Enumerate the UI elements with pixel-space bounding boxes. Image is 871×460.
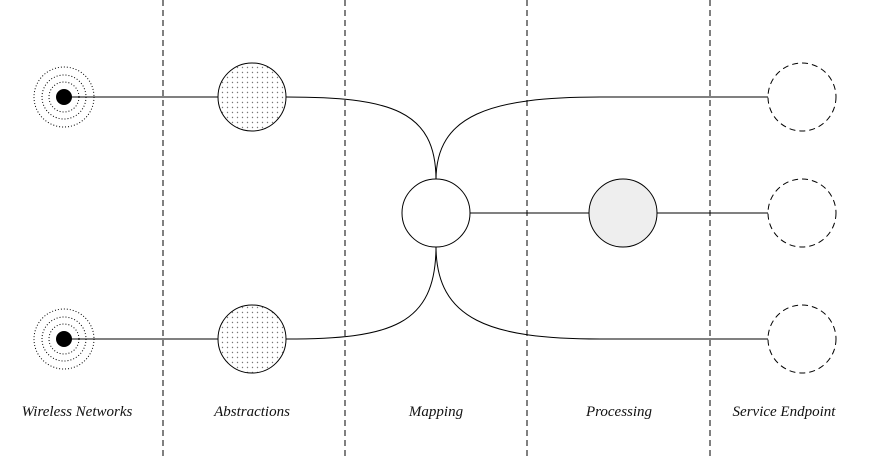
column-label-processing: Processing	[585, 404, 653, 420]
column-label-wireless-networks: Wireless Networks	[21, 404, 133, 420]
link-abstraction2-mapping	[285, 245, 437, 340]
column-label-mapping: Mapping	[408, 404, 464, 420]
abstraction-node-2	[217, 304, 287, 374]
wireless-network-node-1	[33, 66, 95, 128]
antenna-dot-icon	[56, 89, 72, 105]
mapping-node	[401, 178, 471, 248]
service-endpoint-node-1	[767, 62, 837, 132]
column-dividers	[162, 0, 711, 460]
link-abstraction1-mapping	[285, 96, 437, 181]
antenna-dot-icon	[56, 331, 72, 347]
abstraction-node-1	[217, 62, 287, 132]
wireless-network-node-2	[33, 308, 95, 370]
link-mapping-endpoint3	[435, 245, 768, 340]
connections	[64, 96, 768, 340]
column-label-service-endpoint: Service Endpoint	[732, 404, 836, 420]
link-mapping-endpoint1	[435, 96, 768, 181]
service-endpoint-node-2	[767, 178, 837, 248]
processing-node	[588, 178, 658, 248]
service-endpoint-node-3	[767, 304, 837, 374]
column-label-abstractions: Abstractions	[214, 404, 290, 420]
